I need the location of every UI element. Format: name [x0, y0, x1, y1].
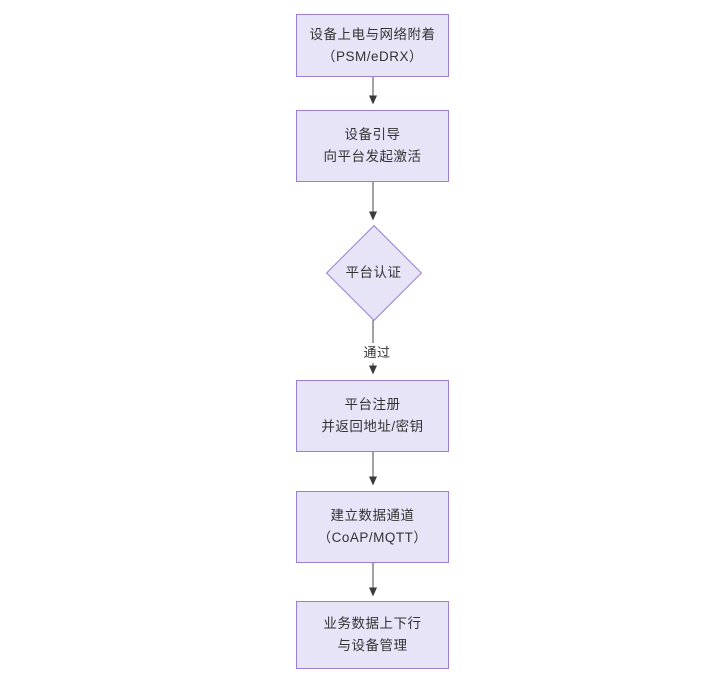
node-text-line: 与设备管理 [337, 638, 408, 653]
node-text-line: 业务数据上下行 [323, 616, 422, 631]
node-text-line: （PSM/eDRX） [321, 48, 424, 64]
node-device-bootstrap[interactable]: 设备引导 向平台发起激活 [296, 110, 449, 182]
node-text-line: 向平台发起激活 [323, 149, 422, 164]
node-text-line: 设备引导 [344, 127, 401, 142]
node-text-line: 设备上电与网络附着 [309, 26, 436, 42]
node-device-power-on[interactable]: 设备上电与网络附着 （PSM/eDRX） [296, 14, 449, 77]
node-business-data[interactable]: 业务数据上下行 与设备管理 [296, 601, 449, 669]
edge-label-pass: 通过 [355, 343, 399, 363]
node-text-line: （CoAP/MQTT） [317, 530, 428, 545]
edge-label-text: 通过 [363, 345, 391, 360]
node-text-line: 平台注册 [344, 397, 401, 412]
node-platform-registration[interactable]: 平台注册 并返回地址/密钥 [296, 380, 449, 452]
node-text-line: 建立数据通道 [330, 508, 415, 523]
node-text-line: 平台认证 [345, 264, 402, 280]
node-platform-authentication[interactable]: 平台认证 [325, 224, 422, 321]
node-data-channel[interactable]: 建立数据通道 （CoAP/MQTT） [296, 491, 449, 563]
node-text-line: 并返回地址/密钥 [321, 419, 424, 434]
